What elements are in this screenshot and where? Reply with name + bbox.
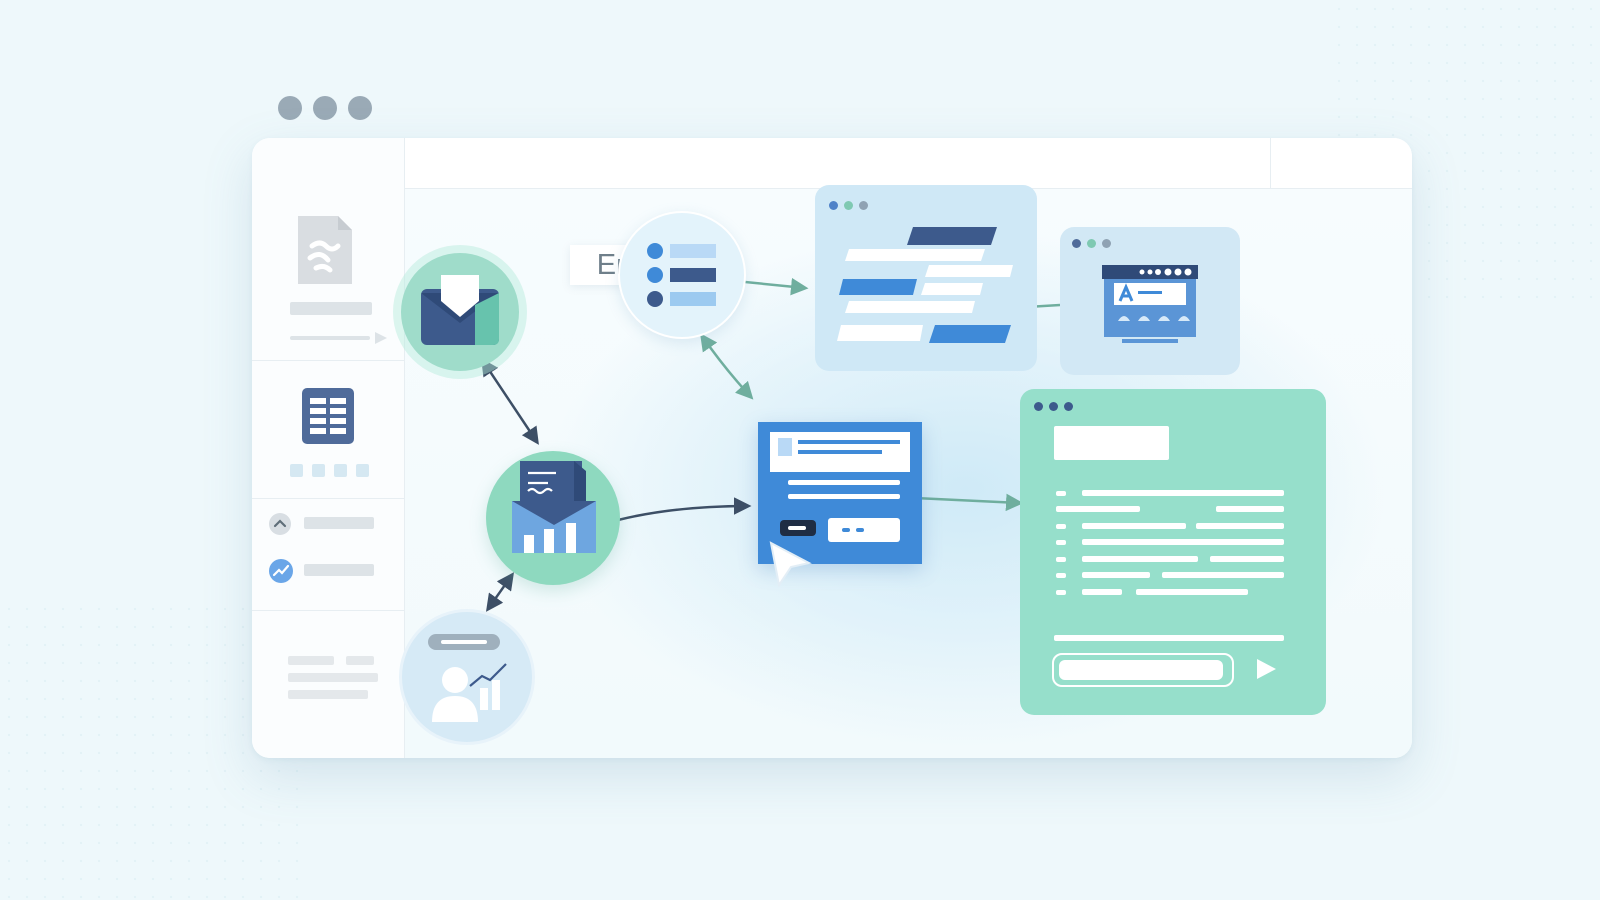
result-card-input-fill [1059,660,1223,680]
sidebar-table-chip-2 [312,464,325,477]
window-dot-3[interactable] [348,96,372,120]
sidebar-doc-line-1 [290,302,372,315]
sidebar-table-chip-3 [334,464,347,477]
browser-card-dots [1072,239,1111,248]
browser-card-dot-1 [1072,239,1081,248]
table-icon [302,388,354,444]
result-line-5 [1082,572,1150,578]
result-card-title-block [1054,426,1169,460]
form-card-button-light[interactable] [828,518,900,542]
result-bullet-2 [1056,524,1066,529]
link-hub-to-form [617,497,752,522]
result-line-6b [1136,589,1248,595]
result-line-6 [1082,589,1122,595]
sidebar-option-line-1 [304,517,374,529]
trend-icon[interactable] [268,558,294,584]
sidebar-section-options [252,498,404,611]
sidebar-note-line-3 [288,673,378,682]
form-card-header-line-1 [798,440,900,444]
sidebar-section-document[interactable] [252,138,404,361]
window-dot-1[interactable] [278,96,302,120]
top-bar [404,138,1412,189]
list-node[interactable] [618,211,746,339]
result-line-2 [1082,523,1186,529]
link-list-to-panel [734,277,809,296]
result-line-4 [1082,556,1198,562]
window-dot-2[interactable] [313,96,337,120]
form-card-line-1 [788,480,900,485]
user-analytics-node[interactable] [399,609,535,745]
email-node[interactable] [401,253,519,371]
result-card-dots [1034,402,1073,411]
browser-card-dot-3 [1102,239,1111,248]
web-page-icon [1102,265,1198,343]
form-card-button-light-dot-2 [856,528,864,532]
sidebar-section-notes [252,610,404,758]
form-card-button-dark-line [788,526,806,530]
content-panel-lines [837,227,1013,343]
sidebar [252,138,405,758]
sidebar-note-line-2 [346,656,374,665]
link-list-to-form [699,333,754,400]
form-card-line-2 [788,494,900,499]
content-panel[interactable] [815,185,1037,371]
email-analytics-node[interactable] [486,451,620,585]
content-panel-dot-2 [844,201,853,210]
result-line-1b [1056,506,1140,512]
chevron-up-icon[interactable] [268,512,292,536]
dotted-pattern-left [0,600,300,900]
cursor-icon [769,541,812,588]
sidebar-table-chip-1 [290,464,303,477]
sidebar-doc-line-2 [290,336,370,340]
sidebar-note-line-1 [288,656,334,665]
workflow-canvas: Email [399,185,1412,758]
link-hub-to-profile [485,572,515,612]
result-line-1 [1082,490,1284,496]
user-chart-icon [432,663,507,722]
form-card-header-box [778,438,792,456]
list-icon [647,243,716,307]
result-bullet-1 [1056,491,1066,496]
content-panel-dot-1 [829,201,838,210]
form-card-header-line-2 [798,450,882,454]
result-card-divider [1054,635,1284,641]
top-bar-divider [1270,138,1271,188]
form-card[interactable] [758,422,922,564]
sidebar-section-table[interactable] [252,360,404,499]
result-bullet-6 [1056,590,1066,595]
content-panel-dot-3 [859,201,868,210]
form-card-button-light-dot-1 [842,528,850,532]
result-line-2b [1196,523,1284,529]
profile-title-pill [428,634,500,650]
result-bullet-5 [1056,573,1066,578]
result-card-dot-3 [1064,402,1073,411]
result-line-5b [1162,572,1284,578]
arrow-right-icon [375,332,387,344]
result-line-3 [1082,539,1284,545]
result-card-dot-1 [1034,402,1043,411]
profile-title-pill-line [441,640,487,644]
result-line-4b [1210,556,1284,562]
sidebar-note-line-4 [288,690,368,699]
result-card-dot-2 [1049,402,1058,411]
content-panel-dots [829,201,868,210]
sidebar-table-chip-4 [356,464,369,477]
window-controls [278,96,372,120]
app-window: Email [252,138,1412,758]
browser-card-dot-2 [1087,239,1096,248]
result-card-input[interactable] [1052,653,1234,687]
result-line-1c [1216,506,1284,512]
result-bullet-4 [1056,557,1066,562]
sidebar-option-line-2 [304,564,374,576]
document-icon [298,216,352,284]
play-icon[interactable] [1254,657,1278,681]
link-email-to-hub [481,358,539,445]
email-chart-icon [512,461,596,553]
form-card-button-dark[interactable] [780,520,816,536]
email-icon [421,275,499,345]
result-bullet-3 [1056,540,1066,545]
link-form-to-result [914,493,1024,512]
result-card[interactable] [1020,389,1326,715]
browser-preview-card[interactable] [1060,227,1240,375]
